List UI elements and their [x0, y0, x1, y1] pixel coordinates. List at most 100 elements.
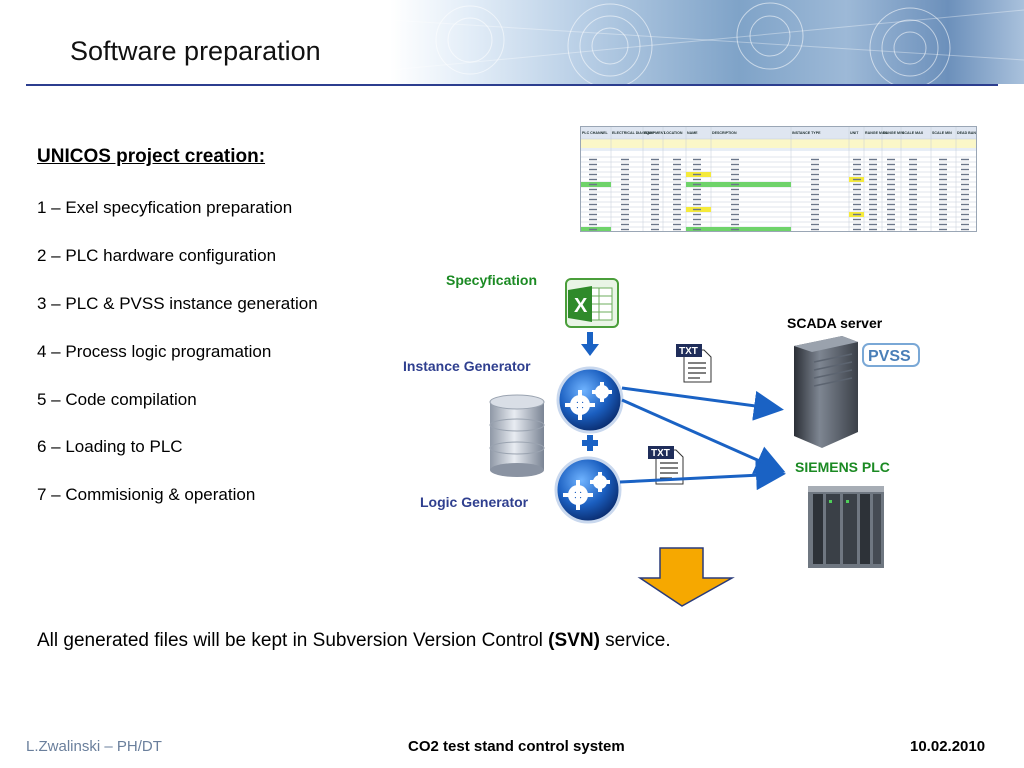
- sheet-cell-text: [693, 188, 701, 191]
- sheet-cell-text: [673, 163, 681, 166]
- sheet-cell-text: [693, 158, 701, 161]
- sheet-cell-text: [651, 218, 659, 221]
- sheet-cell-text: [939, 178, 947, 181]
- sheet-cell-text: [909, 228, 917, 231]
- sheet-cell-text: [693, 198, 701, 201]
- sheet-cell-text: [651, 168, 659, 171]
- instance-to-plc-arrow: [621, 398, 786, 474]
- sheet-cell-text: [811, 213, 819, 216]
- sheet-cell-text: [961, 198, 969, 201]
- sheet-cell-text: [869, 188, 877, 191]
- sheet-cell-text: [621, 198, 629, 201]
- sheet-cell-text: [909, 173, 917, 176]
- plus-connector-icon: [582, 435, 598, 451]
- sheet-cell-text: [589, 183, 597, 186]
- footer-author: L.Zwalinski – PH/DT: [26, 738, 162, 755]
- sheet-cell-text: [673, 173, 681, 176]
- excel-icon: X: [565, 278, 619, 328]
- sheet-cell-text: [693, 208, 701, 211]
- sheet-cell-text: [853, 213, 861, 216]
- sheet-cell-text: [673, 223, 681, 226]
- sheet-cell-text: [939, 168, 947, 171]
- sheet-header-cell: SCALE MIN: [932, 131, 952, 135]
- sheet-cell-text: [869, 198, 877, 201]
- sheet-header-cell: INSTANCE TYPE: [792, 131, 821, 135]
- sheet-cell-text: [621, 228, 629, 231]
- sheet-cell-text: [909, 198, 917, 201]
- sheet-cell-text: [811, 158, 819, 161]
- sheet-cell-text: [673, 213, 681, 216]
- sheet-header-cell: NAME: [687, 131, 698, 135]
- sheet-header-cell: DEAD BAND (%): [957, 131, 976, 135]
- sheet-cell-text: [887, 183, 895, 186]
- sheet-cell-text: [621, 218, 629, 221]
- sheet-cell-text: [621, 188, 629, 191]
- sheet-cell-text: [811, 183, 819, 186]
- step-1: 1 – Exel specyfication preparation: [37, 198, 293, 217]
- sheet-cell-text: [869, 173, 877, 176]
- specyfication-label: Specyfication: [446, 272, 538, 288]
- sheet-cell-text: [939, 228, 947, 231]
- sheet-cell-text: [673, 168, 681, 171]
- sheet-cell-text: [693, 218, 701, 221]
- sheet-cell-text: [589, 168, 597, 171]
- sheet-cell-text: [673, 228, 681, 231]
- sheet-cell-text: [731, 203, 739, 206]
- sheet-header-cell: PLC CHANNEL: [582, 131, 609, 135]
- sheet-cell-text: [589, 178, 597, 181]
- sheet-cell-text: [853, 188, 861, 191]
- svg-text:PVSS: PVSS: [868, 348, 911, 365]
- sheet-cell-text: [887, 203, 895, 206]
- sheet-cell-text: [909, 223, 917, 226]
- sheet-cell-text: [589, 223, 597, 226]
- sheet-cell-text: [909, 218, 917, 221]
- sheet-header-cell: RANGE MAX: [865, 131, 888, 135]
- instance-to-scada-arrow: [621, 386, 784, 421]
- spec-to-instance-arrow: [581, 332, 599, 356]
- sheet-cell-text: [589, 163, 597, 166]
- txt-file-icon-bottom: TXT: [648, 446, 684, 485]
- sheet-cell-text: [673, 178, 681, 181]
- scada-server-label: SCADA server: [787, 315, 883, 331]
- sheet-cell-text: [673, 218, 681, 221]
- sheet-cell-text: [589, 218, 597, 221]
- sheet-cell-text: [693, 228, 701, 231]
- sheet-cell-text: [651, 178, 659, 181]
- sheet-cell-text: [811, 188, 819, 191]
- sheet-cell-text: [939, 188, 947, 191]
- database-icon: [489, 394, 545, 477]
- sheet-cell-text: [651, 193, 659, 196]
- sheet-cell-text: [853, 168, 861, 171]
- sheet-cell-text: [589, 158, 597, 161]
- server-tower-icon: [794, 336, 858, 448]
- sheet-cell-text: [621, 183, 629, 186]
- sheet-cell-text: [811, 178, 819, 181]
- plc-rack-icon: [808, 486, 884, 568]
- sheet-cell-text: [887, 173, 895, 176]
- sheet-cell-text: [651, 183, 659, 186]
- sheet-cell-text: [869, 223, 877, 226]
- sheet-cell-text: [621, 163, 629, 166]
- sheet-cell-text: [731, 188, 739, 191]
- sheet-cell-text: [693, 168, 701, 171]
- sheet-cell-text: [853, 203, 861, 206]
- sheet-cell-text: [693, 163, 701, 166]
- sheet-cell-text: [961, 208, 969, 211]
- sheet-header-cell: UNIT: [850, 131, 859, 135]
- sheet-cell-text: [853, 208, 861, 211]
- sheet-cell-text: [869, 218, 877, 221]
- sheet-cell-text: [621, 178, 629, 181]
- sheet-cell-text: [621, 168, 629, 171]
- step-7: 7 – Commisionig & operation: [37, 485, 256, 504]
- sheet-cell-text: [651, 203, 659, 206]
- sheet-cell-text: [589, 213, 597, 216]
- sheet-cell-text: [853, 178, 861, 181]
- sheet-cell-text: [853, 173, 861, 176]
- sheet-cell-text: [621, 223, 629, 226]
- sheet-header-cell: RANGE MIN: [883, 131, 904, 135]
- sheet-cell-text: [651, 223, 659, 226]
- sheet-cell-text: [909, 208, 917, 211]
